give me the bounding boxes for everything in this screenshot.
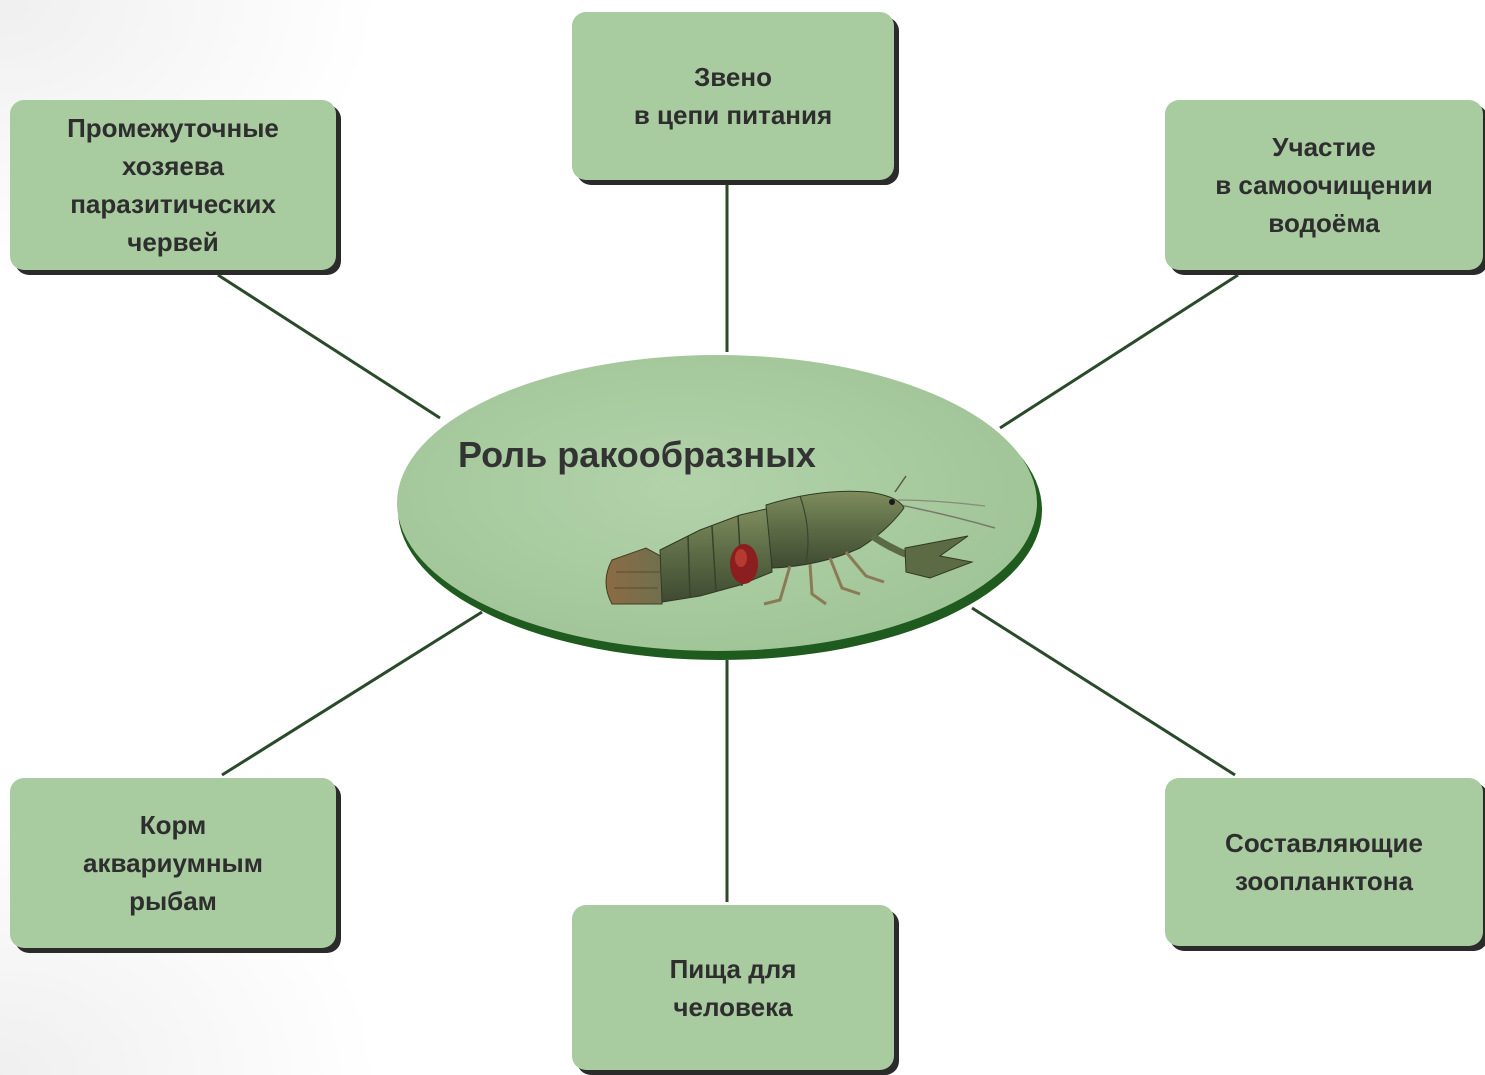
node-label: Звено в цепи питания [634, 58, 832, 134]
node-label: Составляющие зоопланктона [1225, 824, 1423, 900]
node-label: Пища для человека [670, 950, 797, 1026]
node-label: Участие в самоочищении водоёма [1215, 128, 1433, 242]
connector-bottom-right [972, 608, 1235, 775]
center-ellipse [397, 355, 1037, 651]
node-label: Промежуточные хозяева паразитических чер… [67, 109, 279, 261]
center-title: Роль ракообразных [458, 434, 816, 476]
connector-bottom-left [222, 612, 482, 775]
node-water-self-cleaning[interactable]: Участие в самоочищении водоёма [1165, 100, 1483, 270]
node-label: Корм аквариумным рыбам [83, 806, 263, 920]
node-aquarium-fish-food[interactable]: Корм аквариумным рыбам [10, 778, 336, 948]
connector-top-left [218, 275, 440, 418]
node-zooplankton-components[interactable]: Составляющие зоопланктона [1165, 778, 1483, 946]
node-intermediate-hosts[interactable]: Промежуточные хозяева паразитических чер… [10, 100, 336, 270]
node-human-food[interactable]: Пища для человека [572, 905, 894, 1070]
connector-top-right [1000, 275, 1238, 428]
node-food-chain-link[interactable]: Звено в цепи питания [572, 12, 894, 180]
